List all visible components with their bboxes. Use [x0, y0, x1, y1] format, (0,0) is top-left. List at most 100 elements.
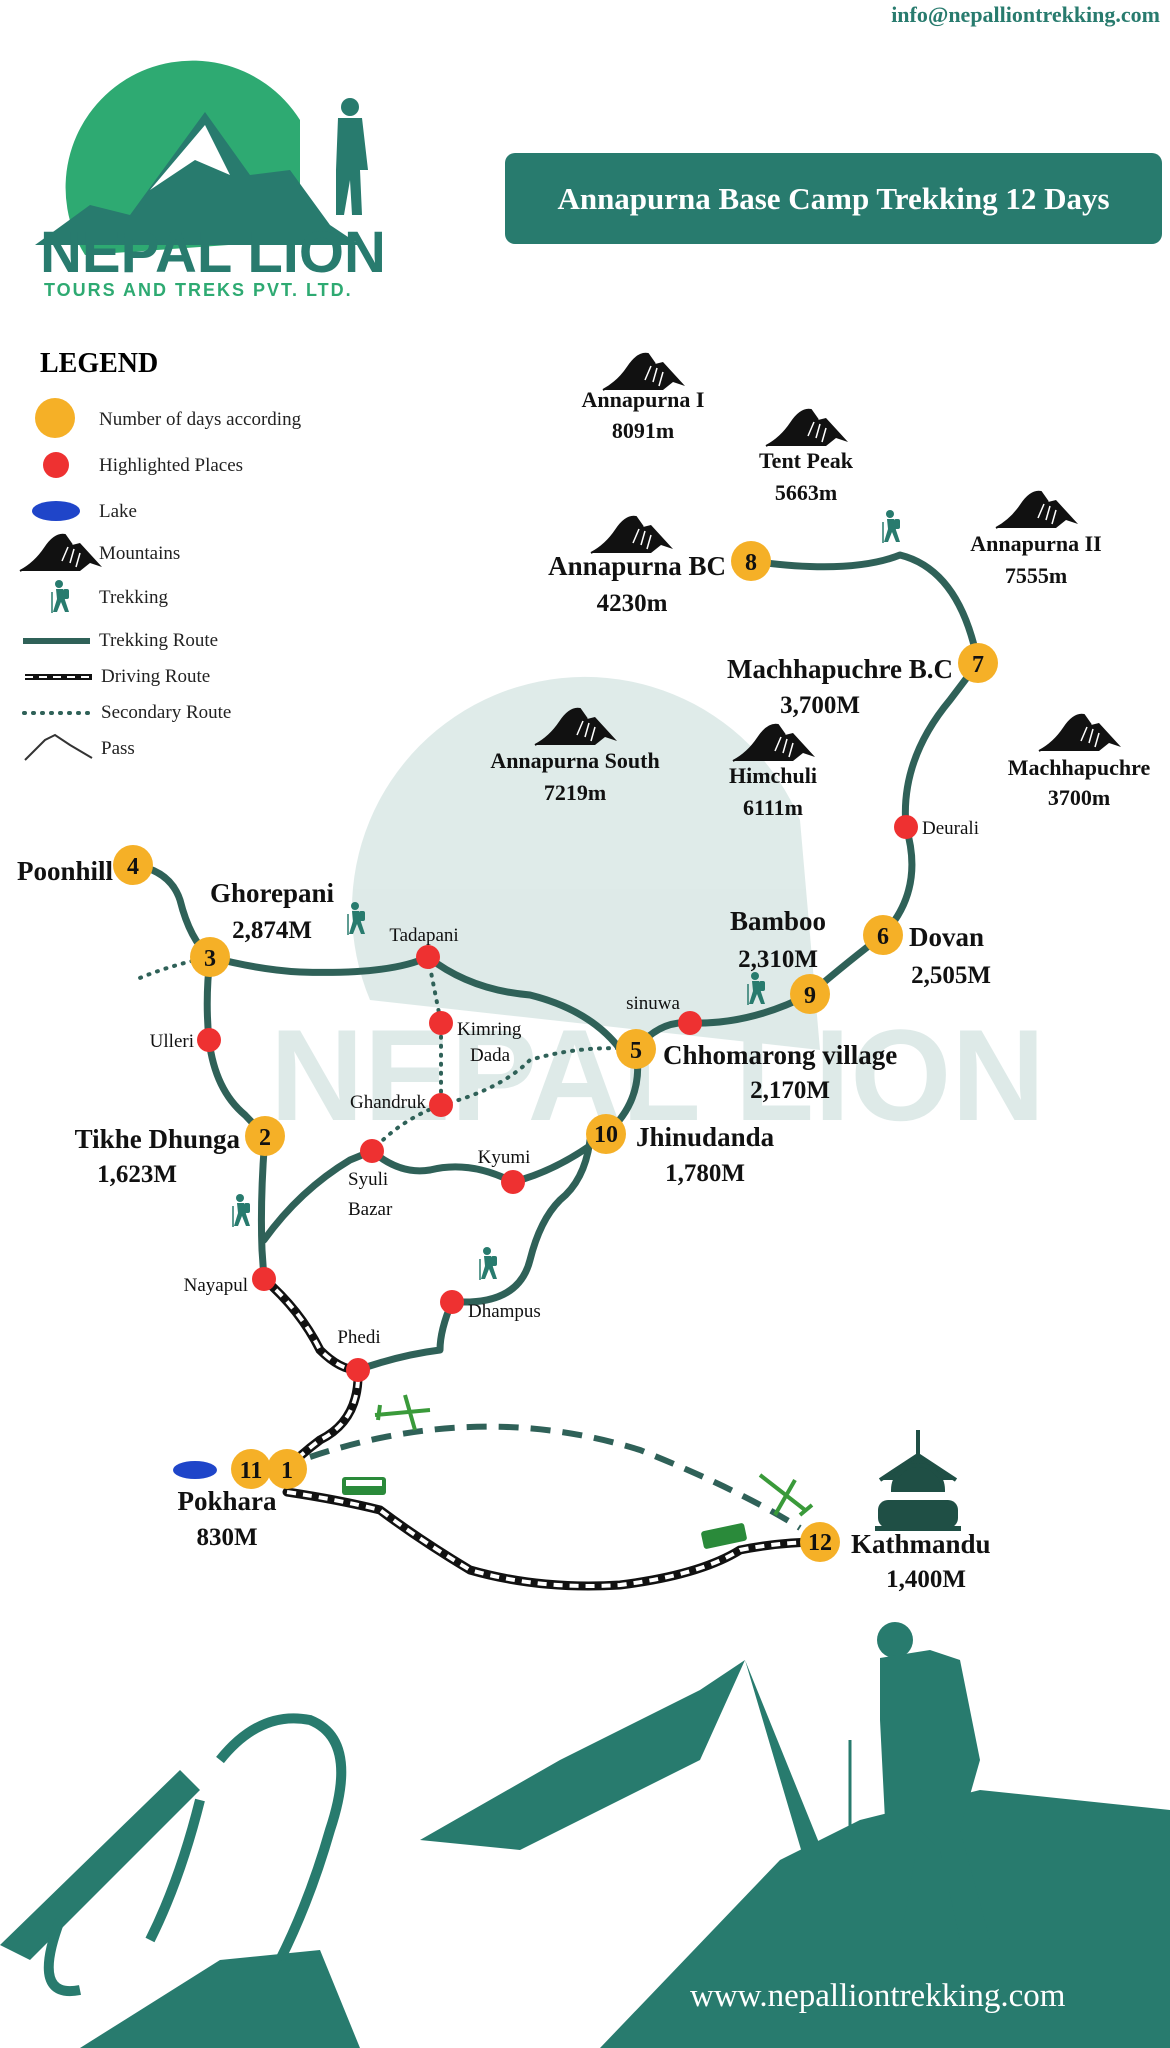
place-label: Bazar — [348, 1199, 393, 1220]
stop-altitude: 830M — [196, 1524, 257, 1551]
day-marker-icon — [35, 398, 75, 438]
mountain-annapurna-i: Annapurna I 8091m — [582, 352, 705, 443]
day-marker-11: 11 — [231, 1449, 271, 1489]
day-marker-7: 7 — [958, 643, 998, 683]
stop-name: Chhomarong village — [663, 1040, 897, 1070]
legend-title: LEGEND — [40, 348, 158, 379]
place-marker-ghandruk[interactable] — [429, 1093, 453, 1117]
place-marker-syuli-bazar[interactable] — [360, 1139, 384, 1163]
place-marker-icon — [43, 452, 69, 478]
place-label: Ulleri — [150, 1031, 194, 1052]
svg-text:Annapurna II: Annapurna II — [970, 531, 1101, 556]
stop-altitude: 1,623M — [97, 1161, 177, 1188]
place-label: Deurali — [922, 818, 979, 839]
stop-altitude: 1,780M — [665, 1160, 745, 1187]
airplane-icon — [374, 1394, 431, 1431]
stop-name: Annapurna BC — [548, 551, 726, 581]
hiker-icon — [882, 509, 901, 544]
footer-illustration — [0, 1622, 1170, 2048]
svg-text:12: 12 — [808, 1530, 832, 1556]
mountain-annapurna-ii: Annapurna II 7555m — [970, 490, 1102, 588]
place-label: Ghandruk — [350, 1092, 426, 1113]
svg-text:6111m: 6111m — [743, 795, 803, 820]
stop-name: Tikhe Dhunga — [75, 1124, 241, 1154]
website-link[interactable]: www.nepalliontrekking.com — [690, 1978, 1066, 2014]
place-marker-sinuwa[interactable] — [678, 1011, 702, 1035]
svg-text:7219m: 7219m — [544, 780, 606, 805]
svg-text:5: 5 — [630, 1038, 642, 1064]
stop-altitude: 2,874M — [232, 917, 312, 944]
place-label: Dada — [470, 1045, 511, 1066]
place-marker-phedi[interactable] — [346, 1358, 370, 1382]
legend: LEGEND Number of days according Highligh… — [19, 348, 302, 761]
place-marker-nayapul[interactable] — [252, 1267, 276, 1291]
day-marker-4: 4 — [113, 845, 153, 885]
svg-text:Himchuli: Himchuli — [729, 763, 817, 788]
pass-icon — [24, 733, 93, 761]
legend-label: Trekking Route — [99, 630, 218, 651]
stop-name: Bamboo — [730, 906, 826, 936]
place-marker-tadapani[interactable] — [416, 945, 440, 969]
svg-text:1: 1 — [281, 1458, 293, 1484]
stop-altitude: 1,400M — [886, 1566, 966, 1593]
day-marker-3: 3 — [190, 937, 230, 977]
lake-icon — [173, 1461, 217, 1479]
mountain-icon — [1038, 713, 1122, 752]
place-label: sinuwa — [626, 993, 680, 1014]
place-marker-kyumi[interactable] — [501, 1170, 525, 1194]
svg-text:4: 4 — [127, 854, 139, 880]
hiker-icon — [51, 579, 70, 614]
place-marker-ulleri[interactable] — [197, 1028, 221, 1052]
svg-text:5663m: 5663m — [775, 480, 837, 505]
stupa-icon — [875, 1430, 961, 1531]
place-label: Dhampus — [468, 1301, 541, 1322]
bus-icon — [701, 1523, 747, 1549]
place-marker-dhampus[interactable] — [440, 1290, 464, 1314]
svg-text:7555m: 7555m — [1005, 563, 1067, 588]
logo-tagline: TOURS AND TREKS PVT. LTD. — [44, 280, 353, 300]
airplane-icon — [758, 1473, 814, 1517]
place-marker-deurali[interactable] — [894, 815, 918, 839]
svg-text:11: 11 — [240, 1458, 263, 1484]
legend-label: Driving Route — [101, 666, 210, 687]
svg-text:Machhapuchre: Machhapuchre — [1008, 755, 1151, 780]
place-marker-kimring-dada[interactable] — [429, 1011, 453, 1035]
lake-icon — [32, 501, 80, 521]
day-marker-2: 2 — [245, 1116, 285, 1156]
mountain-machhapuchre: Machhapuchre 3700m — [1008, 713, 1151, 810]
stop-altitude: 4230m — [597, 590, 668, 617]
logo-name: NEPAL LION — [40, 220, 386, 285]
stop-name: Dovan — [909, 922, 984, 952]
hiker-icon — [232, 1193, 251, 1228]
legend-label: Mountains — [99, 543, 180, 564]
legend-label: Secondary Route — [101, 702, 231, 723]
svg-text:8091m: 8091m — [612, 418, 674, 443]
place-label: Nayapul — [184, 1275, 248, 1296]
mountain-himchuli: Himchuli 6111m — [729, 723, 817, 820]
bus-icon — [342, 1477, 386, 1495]
stop-name: Jhinudanda — [636, 1122, 775, 1152]
svg-text:3: 3 — [204, 946, 216, 972]
place-label: Phedi — [337, 1327, 380, 1348]
svg-text:Annapurna South: Annapurna South — [490, 748, 659, 773]
stop-name: Machhapuchre B.C — [727, 654, 953, 684]
stop-altitude: 3,700M — [780, 692, 860, 719]
hiker-icon — [479, 1246, 498, 1281]
svg-text:3700m: 3700m — [1048, 785, 1110, 810]
stop-altitude: 2,505M — [911, 962, 991, 989]
day-marker-10: 10 — [586, 1114, 626, 1154]
hiker-silhouette-icon — [336, 98, 368, 215]
legend-label: Lake — [99, 501, 137, 522]
stop-name: Poonhill — [17, 856, 114, 886]
mountain-tent-peak: Tent Peak 5663m — [759, 408, 854, 505]
svg-text:6: 6 — [877, 924, 889, 950]
mountain-icon — [602, 352, 686, 391]
svg-text:Tent Peak: Tent Peak — [759, 448, 854, 473]
contact-email[interactable]: info@nepalliontrekking.com — [891, 2, 1160, 27]
place-label: Kimring — [457, 1019, 522, 1040]
day-marker-1: 1 — [267, 1449, 307, 1489]
svg-text:7: 7 — [972, 652, 984, 678]
mountain-annapurna-south: Annapurna South 7219m — [490, 707, 660, 805]
svg-text:Annapurna I: Annapurna I — [582, 387, 705, 412]
